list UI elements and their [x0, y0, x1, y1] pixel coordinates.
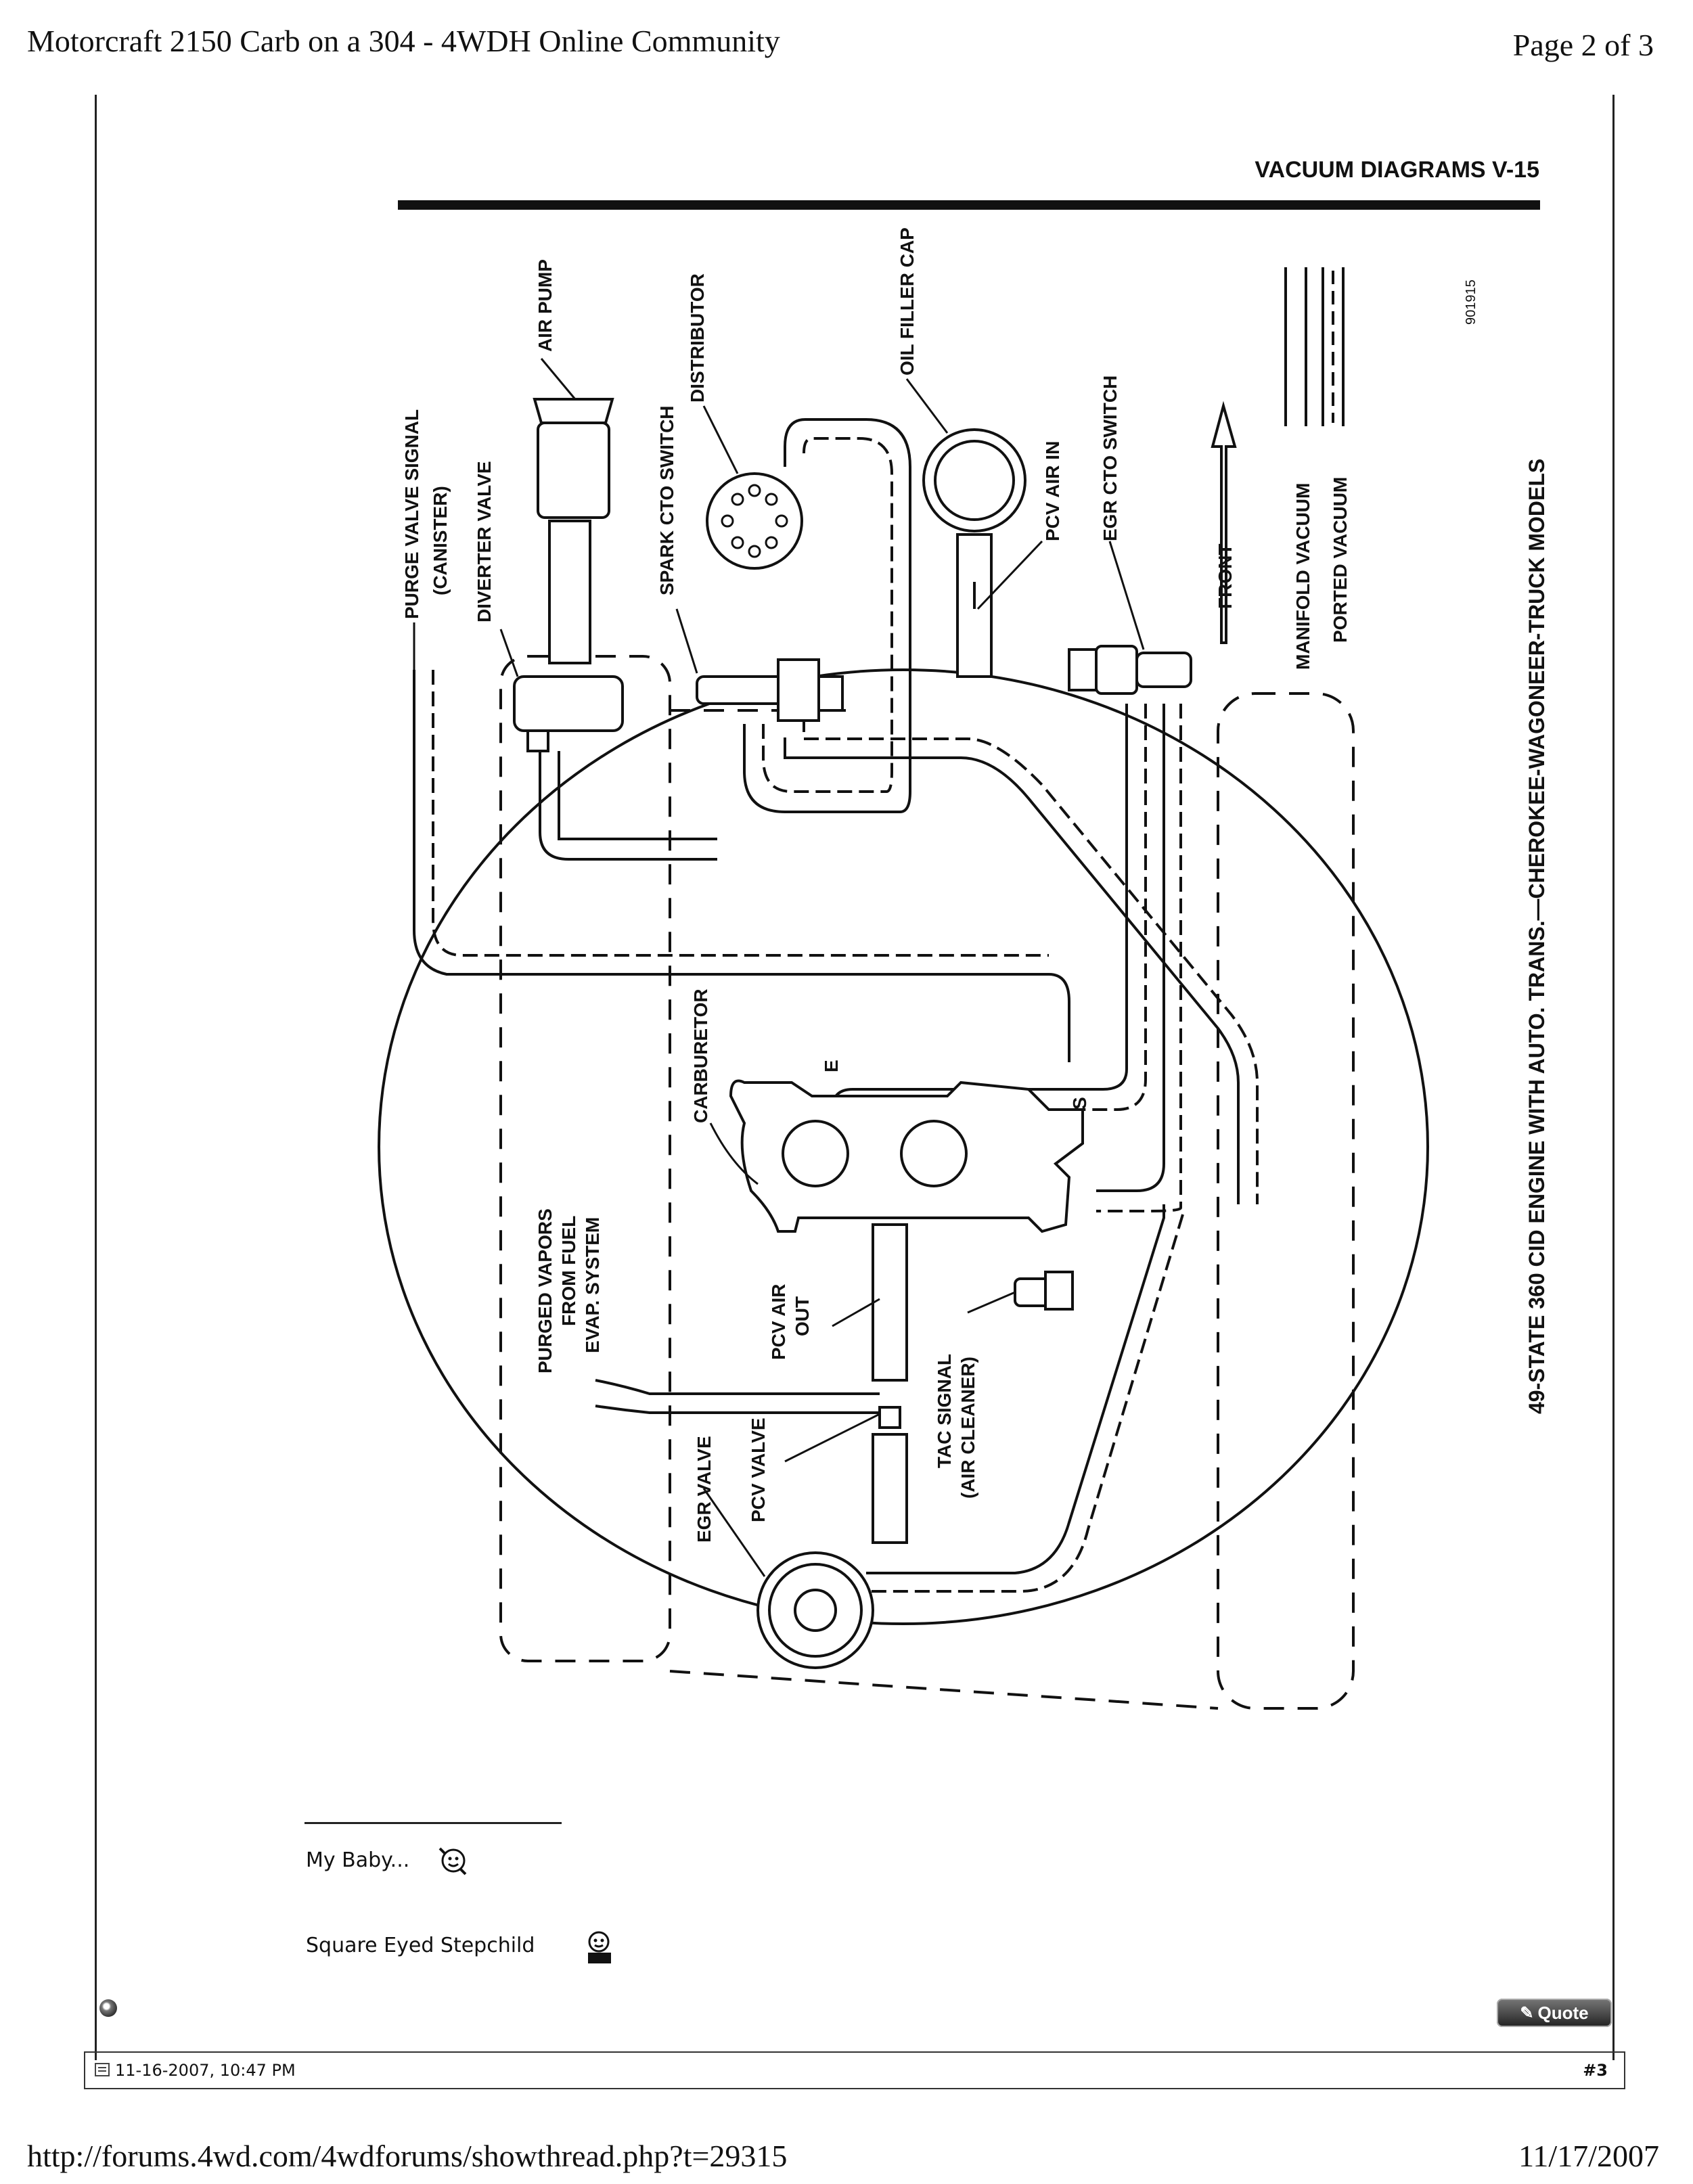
label-purged-vapors-2: FROM FUEL — [558, 1216, 579, 1326]
vacuum-diagram: VACUUM DIAGRAMS V-15 — [378, 157, 1549, 1710]
front-arrow — [1211, 401, 1237, 644]
label-diverter-valve: DIVERTER VALVE — [474, 461, 495, 622]
label-egr-cto-switch: EGR CTO SWITCH — [1100, 376, 1121, 541]
diagram-labels: PURGE VALVE SIGNAL (CANISTER) DIVERTER V… — [401, 227, 1351, 1543]
post-date: 11-16-2007, 10:47 PM — [115, 2061, 296, 2080]
post-info-bar: 11-16-2007, 10:47 PM #3 — [84, 2051, 1625, 2089]
label-tac-signal-2: (AIR CLEANER) — [957, 1357, 978, 1499]
label-ported-vacuum: PORTED VACUUM — [1330, 477, 1351, 643]
diverter-valve — [513, 675, 624, 752]
quote-icon: ✎ — [1520, 2003, 1534, 2022]
tv-smiley-icon — [588, 1931, 611, 1963]
left-frame-rail — [499, 655, 671, 1662]
egr-valve — [757, 1551, 874, 1669]
label-canister: (CANISTER) — [430, 486, 451, 595]
label-port-e: E — [821, 1060, 842, 1072]
vacuum-hoses — [413, 418, 1259, 1593]
signature-line-1: My Baby... — [306, 1848, 410, 1872]
print-header-title: Motorcraft 2150 Carb on a 304 - 4WDH Onl… — [27, 24, 780, 58]
label-port-s: S — [1069, 1097, 1090, 1110]
label-pcv-air-out-2: OUT — [792, 1296, 813, 1336]
label-egr-valve: EGR VALVE — [694, 1436, 715, 1543]
engine-outline — [378, 668, 1429, 1625]
print-page-number: Page 2 of 3 — [1512, 28, 1654, 62]
label-manifold-vacuum: MANIFOLD VACUUM — [1292, 483, 1313, 670]
label-purged-vapors-1: PURGED VAPORS — [535, 1208, 556, 1373]
egr-cto-switch — [1068, 645, 1192, 695]
label-air-pump: AIR PUMP — [535, 259, 556, 352]
figure-code: 901915 — [1464, 279, 1478, 325]
label-pcv-air-out-1: PCV AIR — [768, 1283, 789, 1360]
label-pcv-air-in: PCV AIR IN — [1042, 441, 1063, 541]
quote-button[interactable]: ✎ Quote — [1497, 1999, 1612, 2027]
post-icon — [95, 2063, 110, 2076]
air-pump — [533, 398, 614, 664]
label-spark-cto-switch: SPARK CTO SWITCH — [656, 405, 677, 595]
pcv-valve — [872, 1223, 908, 1544]
label-purge-valve-signal: PURGE VALVE SIGNAL — [401, 409, 422, 619]
label-purged-vapors-3: EVAP. SYSTEM — [582, 1217, 603, 1353]
post-radio-button[interactable] — [99, 1999, 117, 2017]
print-footer-url: http://forums.4wd.com/4wdforums/showthre… — [27, 2139, 788, 2173]
signature-line-2: Square Eyed Stepchild — [306, 1934, 535, 1957]
label-distributor: DISTRIBUTOR — [687, 273, 708, 403]
label-front: FRONT — [1215, 544, 1236, 609]
quote-button-label: Quote — [1537, 2002, 1589, 2023]
leader-lines — [413, 358, 1145, 1577]
diagram-header: VACUUM DIAGRAMS V-15 — [1255, 157, 1539, 183]
diagram-caption: 49-STATE 360 CID ENGINE WITH AUTO. TRANS… — [1525, 459, 1549, 1414]
post-number-link[interactable]: #3 — [1583, 2061, 1608, 2080]
print-footer-date: 11/17/2007 — [1518, 2139, 1659, 2173]
label-tac-signal-1: TAC SIGNAL — [934, 1354, 955, 1468]
tac-signal-fitting — [1014, 1271, 1074, 1311]
post-frame — [95, 95, 1615, 2060]
distributor — [706, 472, 803, 570]
label-oil-filler-cap: OIL FILLER CAP — [897, 227, 918, 376]
legend-hose-ported — [1322, 267, 1345, 426]
oil-filler-cap — [922, 428, 1026, 678]
spark-cto-switch — [696, 658, 844, 722]
right-frame-rail — [1217, 692, 1355, 1710]
header-rule — [398, 200, 1540, 210]
legend-hose-manifold — [1284, 267, 1307, 426]
carburetor — [729, 1079, 1084, 1233]
signature-rule — [304, 1822, 562, 1824]
smiley-icon — [438, 1847, 467, 1875]
label-pcv-valve: PCV VALVE — [748, 1417, 769, 1522]
label-carburetor: CARBURETOR — [690, 988, 711, 1123]
